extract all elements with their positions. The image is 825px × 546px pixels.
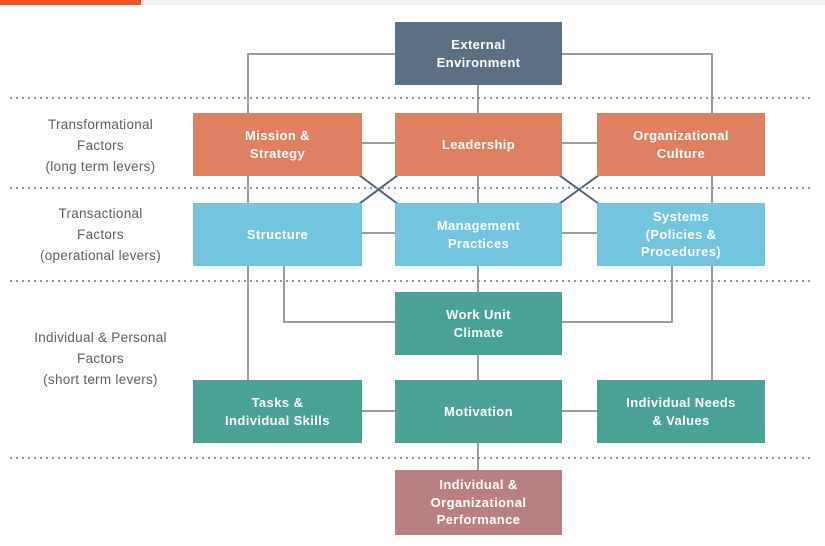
box-structure: Structure (193, 203, 362, 266)
box-leadership: Leadership (395, 113, 562, 176)
separator-line-3 (10, 280, 812, 282)
box-work-unit-climate: Work Unit Climate (395, 292, 562, 355)
section-label-individual: Individual & Personal Factors (short ter… (34, 330, 167, 387)
separator-line-2 (10, 187, 812, 189)
box-motivation: Motivation (395, 380, 562, 443)
separator-line-4 (10, 457, 812, 459)
section-label-transactional: Transactional Factors (operational lever… (40, 206, 161, 263)
box-organizational-culture: Organizational Culture (597, 113, 765, 176)
box-management-practices: Management Practices (395, 203, 562, 266)
section-label-transformational: Transformational Factors (long term leve… (45, 117, 156, 174)
box-tasks-individual-skills: Tasks & Individual Skills (193, 380, 362, 443)
progress-track (0, 0, 825, 5)
box-external-environment: External Environment (395, 22, 562, 85)
box-systems-policies-procedures: Systems (Policies & Procedures) (597, 203, 765, 266)
crossing-lines (358, 174, 600, 205)
progress-bar (0, 0, 141, 5)
box-mission-strategy: Mission & Strategy (193, 113, 362, 176)
separator-line-1 (10, 97, 812, 99)
box-individual-needs-values: Individual Needs & Values (597, 380, 765, 443)
box-individual-organizational-performance: Individual & Organizational Performance (395, 470, 562, 535)
